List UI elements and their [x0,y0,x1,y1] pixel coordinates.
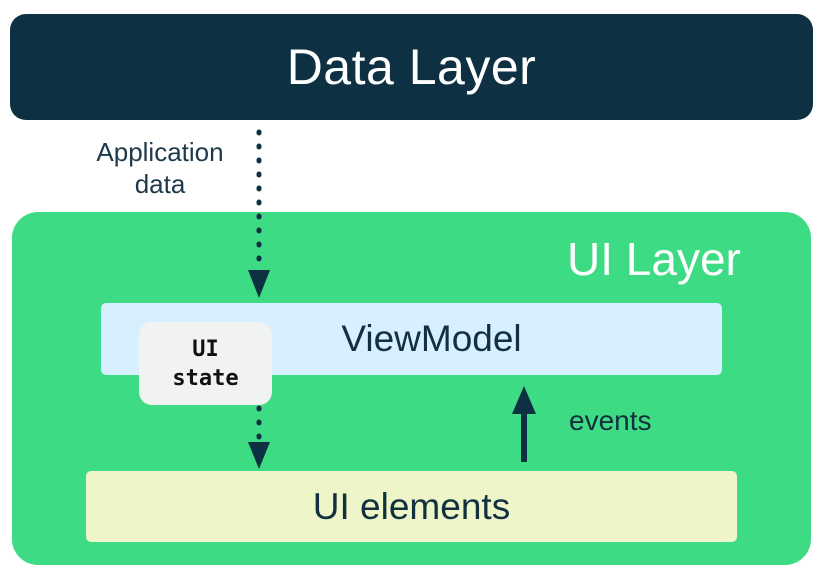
ui-elements-label: UI elements [312,485,511,527]
ui-elements-box: UI elements [86,471,737,542]
application-data-label: Application data [60,136,260,200]
events-label: events [569,405,652,436]
events-arrowhead [512,386,536,414]
data-layer-title: Data Layer [286,39,537,95]
ui-state-arrowhead [248,442,270,469]
ui-layer-title: UI Layer [567,233,741,285]
application-data-line1: Application [96,137,224,167]
ui-state-line2: state [172,365,239,391]
data-layer-box: Data Layer [10,14,813,120]
viewmodel-label: ViewModel [341,318,522,359]
ui-state-line1: UI [192,336,219,362]
ui-state-chip: UI state [139,322,272,405]
application-data-arrowhead [248,270,270,298]
application-data-line2: data [134,169,186,199]
